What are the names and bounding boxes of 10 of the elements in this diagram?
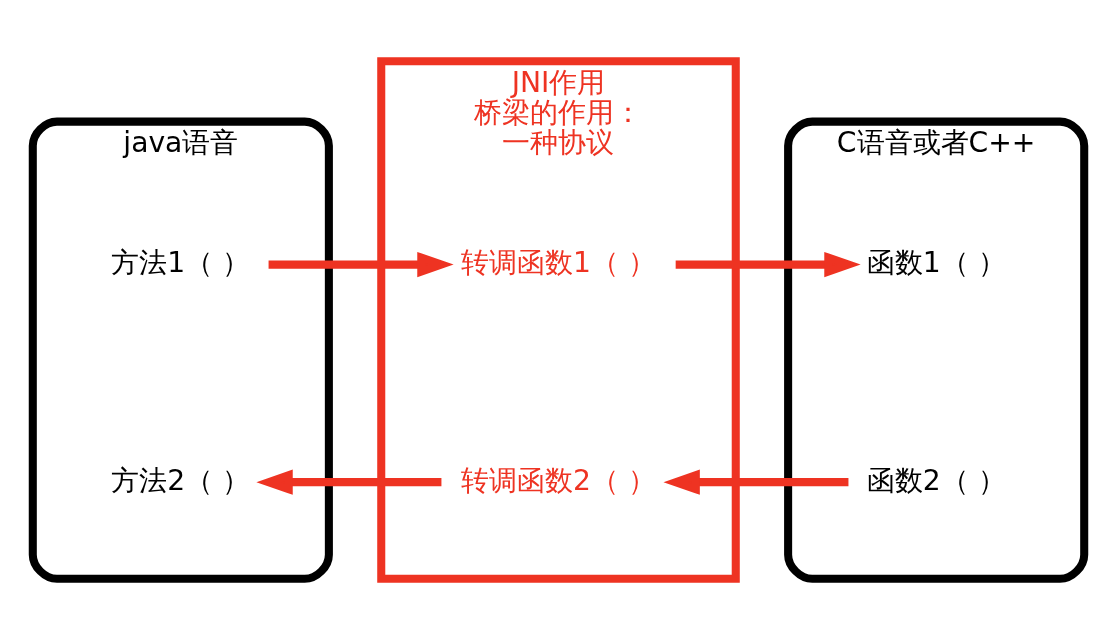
node-text: 方法1（ ）: [111, 246, 251, 280]
arrow: [268, 251, 454, 278]
node-text: 函数1（ ）: [866, 246, 1006, 280]
node-text: 转调函数2（ ）: [461, 463, 656, 497]
node-text: 函数2（ ）: [866, 463, 1006, 497]
node-text: 转调函数1（ ）: [461, 246, 656, 280]
arrow: [675, 251, 861, 278]
arrow: [256, 469, 442, 495]
arrow: [663, 469, 849, 495]
node-text: 方法2（ ）: [111, 463, 251, 497]
